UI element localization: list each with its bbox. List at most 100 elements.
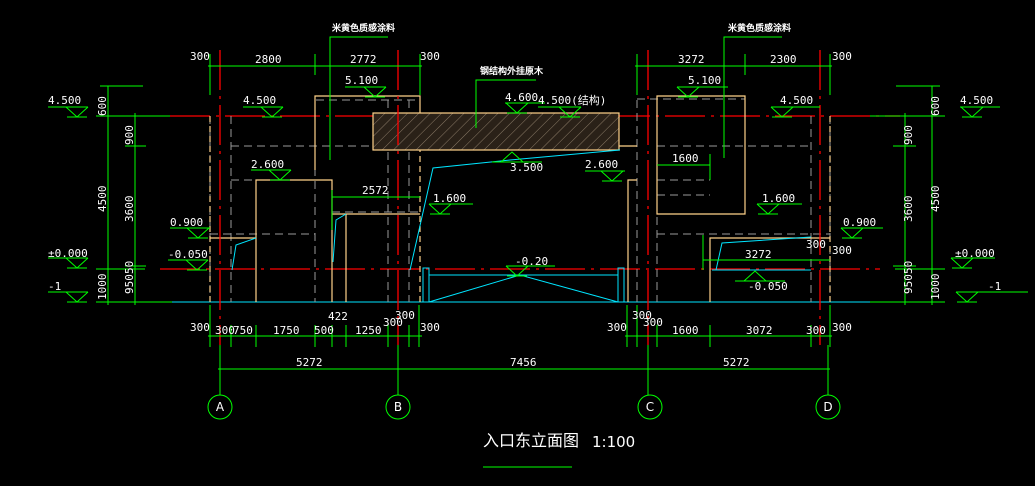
axis-bubble-d[interactable]: D [815,394,841,420]
dim-text: 600 [929,96,942,116]
elevation-text: -0.20 [515,255,548,268]
elevation-marker: ±0.000 [48,247,89,269]
elevation-text: -0.050 [168,248,208,261]
elevation-marker: 0.900 [170,216,210,239]
elevation-marker: -0.050 [168,248,209,271]
elevation-marker: 5.100 [676,74,728,98]
elevation-triangle-icon [585,170,625,182]
elevation-text: 4.500 [780,94,813,107]
elevation-marker: -0.20 [505,255,555,277]
building-outlines [209,95,831,302]
axis-bubble-b[interactable]: B [385,394,411,420]
dim-text: 300 [632,309,652,322]
dim-text: 300 [806,324,826,337]
dim-text: 300 [643,316,663,329]
elevation-marker: 0.900 [840,216,883,239]
dim-text: 1600 [672,324,699,337]
dim-text: 2772 [350,53,377,66]
dim-text: 50 [123,261,136,274]
elevation-marker: -1 [48,280,89,303]
axis-label-c: C [646,400,654,414]
dim-text: 300 [832,244,852,257]
dim-text: 50 [902,261,915,274]
elevation-triangle-icon [170,227,210,239]
dim-text: 3600 [123,196,136,223]
elevation-triangle-icon [505,102,545,114]
elevation-text: 2.600 [251,158,284,171]
dim-text: 900 [902,125,915,145]
elevation-text: -0.050 [748,280,788,293]
note-right-material: 米黄色质感涂料 [727,22,791,34]
dim-text: 300 [806,238,826,251]
elevation-text: 4.500(结构) [538,93,606,107]
axis-bubbles: A B C D [207,394,841,420]
dim-text: 3272 [745,248,772,261]
elevation-marker: 3.500 [492,151,543,174]
axis-bubble-c[interactable]: C [637,394,663,420]
elevation-text: 4.500 [960,94,993,107]
dim-text: 300 [215,324,235,337]
elevation-text: 2.600 [585,158,618,171]
dim-text: 3600 [902,196,915,223]
dim-text: 422 [328,310,348,323]
steel-beam-with-timber [372,112,620,151]
dim-text: 300 [190,50,210,63]
dim-text: 300 [832,50,852,63]
dim-text: 3072 [746,324,773,337]
elevation-text: ±0.000 [48,247,88,260]
elevation-triangle-icon [48,257,89,269]
note-beam-material: 钢结构外挂原木 [480,65,544,77]
dim-text: 1000 [96,274,109,301]
elevation-marker: 4.500 [960,94,1000,118]
dim-text: 600 [96,96,109,116]
axis-bubble-a[interactable]: A [207,394,233,420]
elevation-marker: 2.600 [251,158,292,181]
dim-text: 500 [314,324,334,337]
elevation-triangle-icon [505,265,555,277]
elevation-triangle-icon [756,203,802,215]
elevation-triangle-icon [735,270,785,282]
elevation-text: 4.600 [505,91,538,104]
axis-lines [219,50,829,395]
dim-text: 4500 [96,186,109,213]
elevation-marker: 2.600 [585,158,625,182]
elevation-triangle-icon [492,151,542,163]
elevation-text: 1.600 [762,192,795,205]
dim-text: 300 [383,316,403,329]
elevation-text: ±0.000 [955,247,995,260]
dim-text: 4500 [929,186,942,213]
elevation-text: -1 [988,280,1001,293]
dim-text: 900 [123,125,136,145]
total-dimensions: 5272 7456 5272 [218,356,830,370]
axis-label-b: B [394,400,402,414]
elevation-marker: -1 [955,280,1028,303]
elevation-text: 5.100 [688,74,721,87]
elevation-triangle-icon [251,169,292,181]
drawing-title-block: 入口东立面图 1:100 [483,431,635,468]
elevation-triangle-icon [48,106,89,118]
note-left-material: 米黄色质感涂料 [331,22,395,34]
elevation-marker: 4.500 [48,94,89,118]
elevation-marker: ±0.000 [950,247,995,269]
elevation-text: -1 [48,280,61,293]
elevation-triangle-icon [960,106,1000,118]
canopy-and-ground-lines [231,149,812,303]
axis-label-d: D [823,400,832,414]
elevation-text: 4.500 [48,94,81,107]
elevation-marker: 1.600 [756,192,802,215]
elevation-text: 1.600 [433,192,466,205]
dim-text: 1250 [355,324,382,337]
material-notes: 米黄色质感涂料 钢结构外挂原木 米黄色质感涂料 [329,22,791,160]
top-dimensions: 300 2800 2772 300 3272 2300 300 [190,50,852,95]
elevation-marker: 4.500 [243,94,284,118]
axis-label-a: A [216,400,225,414]
dim-text: 1000 [929,274,942,301]
elevation-marker: -0.050 [735,270,788,293]
elevation-triangle-icon [428,203,473,215]
dim-text: 7456 [510,356,537,369]
elevation-triangle-icon [770,106,820,118]
elevation-marker: 4.600 [505,91,545,114]
elevation-text: 0.900 [843,216,876,229]
dim-text: 300 [420,321,440,334]
